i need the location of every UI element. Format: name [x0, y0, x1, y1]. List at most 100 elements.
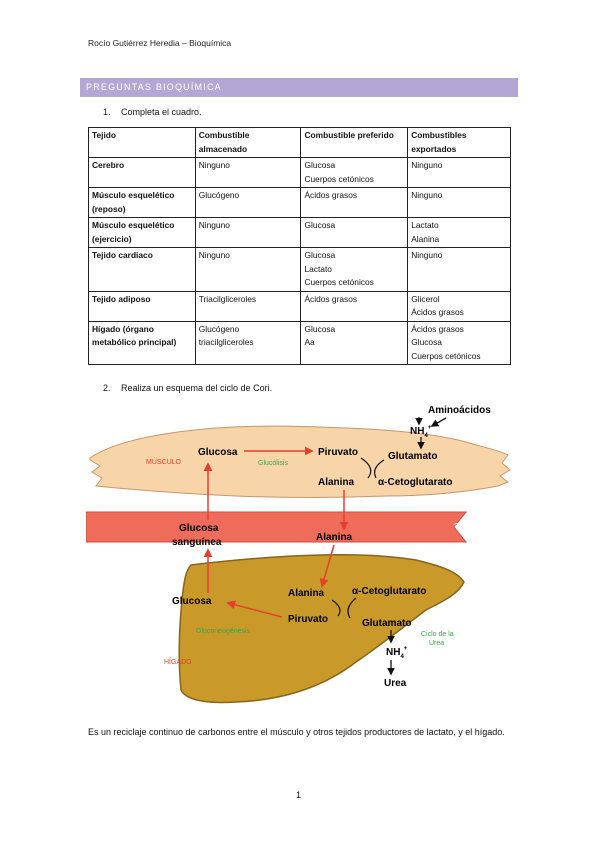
exported-fuel-item: Ácidos grasos [411, 307, 464, 317]
urea-cycle-label-line2: Urea [429, 640, 444, 647]
tissue-cell: Cerebro [88, 157, 196, 188]
blood-label: SANGRE [454, 523, 484, 530]
exported-fuel-item: Ninguno [411, 250, 443, 260]
question-2-number: 2. [103, 383, 111, 393]
ammonium-bottom-label: NH4+ [386, 646, 408, 660]
stored-fuel-item: Ninguno [198, 160, 230, 170]
muscle-alpha-ketoglutarate-label: α-Cetoglutarato [378, 477, 452, 488]
table-row: Hígado (órgano metabólico principal)Gluc… [88, 320, 511, 365]
exported-fuel-item: Glucosa [411, 337, 442, 347]
liver-glucose-label: Glucosa [172, 596, 212, 607]
table-row: Músculo esquelético (ejercicio)Ninguno Gl… [88, 217, 511, 248]
preferred-fuel-item: Ácidos grasos [304, 293, 358, 304]
preferred-fuel-item: Glucosa [304, 250, 336, 260]
liver-transamination-arrow-2 [347, 597, 357, 619]
document-header: Rocío Gutiérrez Heredia – Bioquímica [88, 38, 232, 48]
liver-shape [178, 554, 465, 704]
liver-pyruvate-label: Piruvato [288, 614, 328, 625]
urea-label: Urea [384, 678, 407, 689]
stored-fuel-item: Triacilgliceroles [198, 293, 257, 304]
exported-fuel-cell: Ninguno [407, 187, 511, 218]
exported-fuel-cell: Ninguno [407, 157, 511, 188]
cori-cycle-diagram: MÚSCULO Glucosa Glucólisis Piruvato Glut… [86, 405, 511, 704]
amino-acids-label: Aminoácidos [428, 405, 491, 416]
blood-glucose-label-line1: Glucosa [179, 523, 219, 534]
question-2: 2. Realiza un esquema del ciclo de Cori. [103, 383, 272, 393]
liver-tissue-label: HÍGADO [164, 657, 192, 666]
preferred-fuel-cell: Ácidos grasos [300, 187, 409, 218]
preferred-fuel-item: Aa [304, 337, 315, 347]
page-number: 1 [296, 790, 302, 800]
urea-cycle-label-line1: Ciclo de la [421, 631, 454, 638]
preferred-fuel-item: Cuerpos cetónicos [304, 173, 374, 184]
muscle-transamination-arrow-1 [360, 457, 372, 479]
stored-fuel-item: Ninguno [198, 220, 230, 230]
exported-fuel-cell: Ninguno [407, 247, 511, 292]
exported-fuel-item: Ácidos grasos [411, 323, 464, 334]
table-header-row: Tejido Combustible almacenado Combustibl… [88, 127, 511, 158]
exported-fuel-item: Glicerol [411, 293, 440, 304]
question-1-text: Completa el cuadro. [121, 107, 202, 117]
tissue-cell: Músculo esquelético (reposo) [88, 187, 196, 218]
liver-alanine-label: Alanina [288, 588, 325, 599]
stored-fuel-item: Glucógeno [198, 323, 240, 334]
exported-fuel-item: Ninguno [411, 190, 443, 200]
muscle-alanine-label: Alanina [318, 477, 355, 488]
muscle-glucose-label: Glucosa [198, 447, 238, 458]
muscle-transamination-arrow-2 [374, 459, 385, 479]
preferred-fuel-cell: Glucosa [300, 217, 409, 248]
muscle-tissue-label: MÚSCULO [146, 457, 182, 466]
gluconeogenesis-arrow [226, 600, 283, 618]
closing-paragraph: Es un reciclaje continuo de carbonos ent… [88, 727, 505, 737]
exported-fuel-item: Alanina [411, 233, 440, 244]
blood-vessel-shape [86, 511, 468, 543]
tissue-cell: Tejido cardiaco [88, 247, 196, 292]
table-row: Músculo esquelético (reposo)Glucógeno Áci… [88, 187, 511, 218]
section-title-bar: PREGUNTAS BIOQUÍMICA [80, 78, 518, 97]
liver-transamination-arrow-1 [331, 599, 341, 617]
stored-fuel-cell: Glucógeno [194, 187, 302, 218]
stored-fuel-cell: Glucógeno triacilgliceroles [194, 320, 302, 365]
stored-fuel-cell: Triacilgliceroles [194, 290, 302, 322]
tissue-cell: Hígado (órgano metabólico principal) [88, 320, 196, 365]
exported-fuel-item: Lactato [411, 220, 439, 230]
preferred-fuel-item: Cuerpos cetónicos [304, 277, 374, 287]
preferred-fuel-item: Ácidos grasos [304, 190, 358, 200]
muscle-glutamate-label: Glutamato [388, 451, 437, 462]
question-2-text: Realiza un esquema del ciclo de Cori. [121, 383, 273, 393]
stored-fuel-item: Ninguno [198, 250, 230, 260]
amino-acids-arrow [430, 417, 447, 427]
tissue-cell: Músculo esquelético (ejercicio) [88, 217, 196, 248]
gluconeogenesis-label: Gluconeogénesis [196, 628, 251, 635]
question-1: 1.Completa el cuadro. [103, 107, 202, 117]
preferred-fuel-item: Lactato [304, 263, 332, 274]
liver-alpha-ketoglutarate-label: α-Cetoglutarato [352, 586, 426, 597]
column-header: Combustibles exportados [407, 127, 511, 158]
blood-glucose-label-line2: sanguínea [172, 537, 222, 548]
ammonium-top-label: NH4+ [410, 425, 432, 439]
tissue-cell: Tejido adiposo [88, 290, 196, 322]
liver-glutamate-label: Glutamato [362, 618, 411, 629]
stored-fuel-item: triacilgliceroles [198, 337, 254, 347]
column-header: Tejido [88, 127, 196, 158]
glycolysis-label: Glucólisis [258, 460, 288, 467]
muscle-tissue-shape [89, 425, 511, 498]
stored-fuel-cell: Ninguno [194, 247, 302, 292]
preferred-fuel-item: Glucosa [304, 323, 336, 334]
preferred-fuel-item: Glucosa [304, 220, 336, 230]
blood-alanine-label: Alanina [316, 532, 353, 543]
exported-fuel-item: Ninguno [411, 160, 443, 170]
column-header: Combustible preferido [300, 127, 409, 158]
stored-fuel-item: Glucógeno [198, 190, 240, 200]
muscle-pyruvate-label: Piruvato [318, 447, 358, 458]
